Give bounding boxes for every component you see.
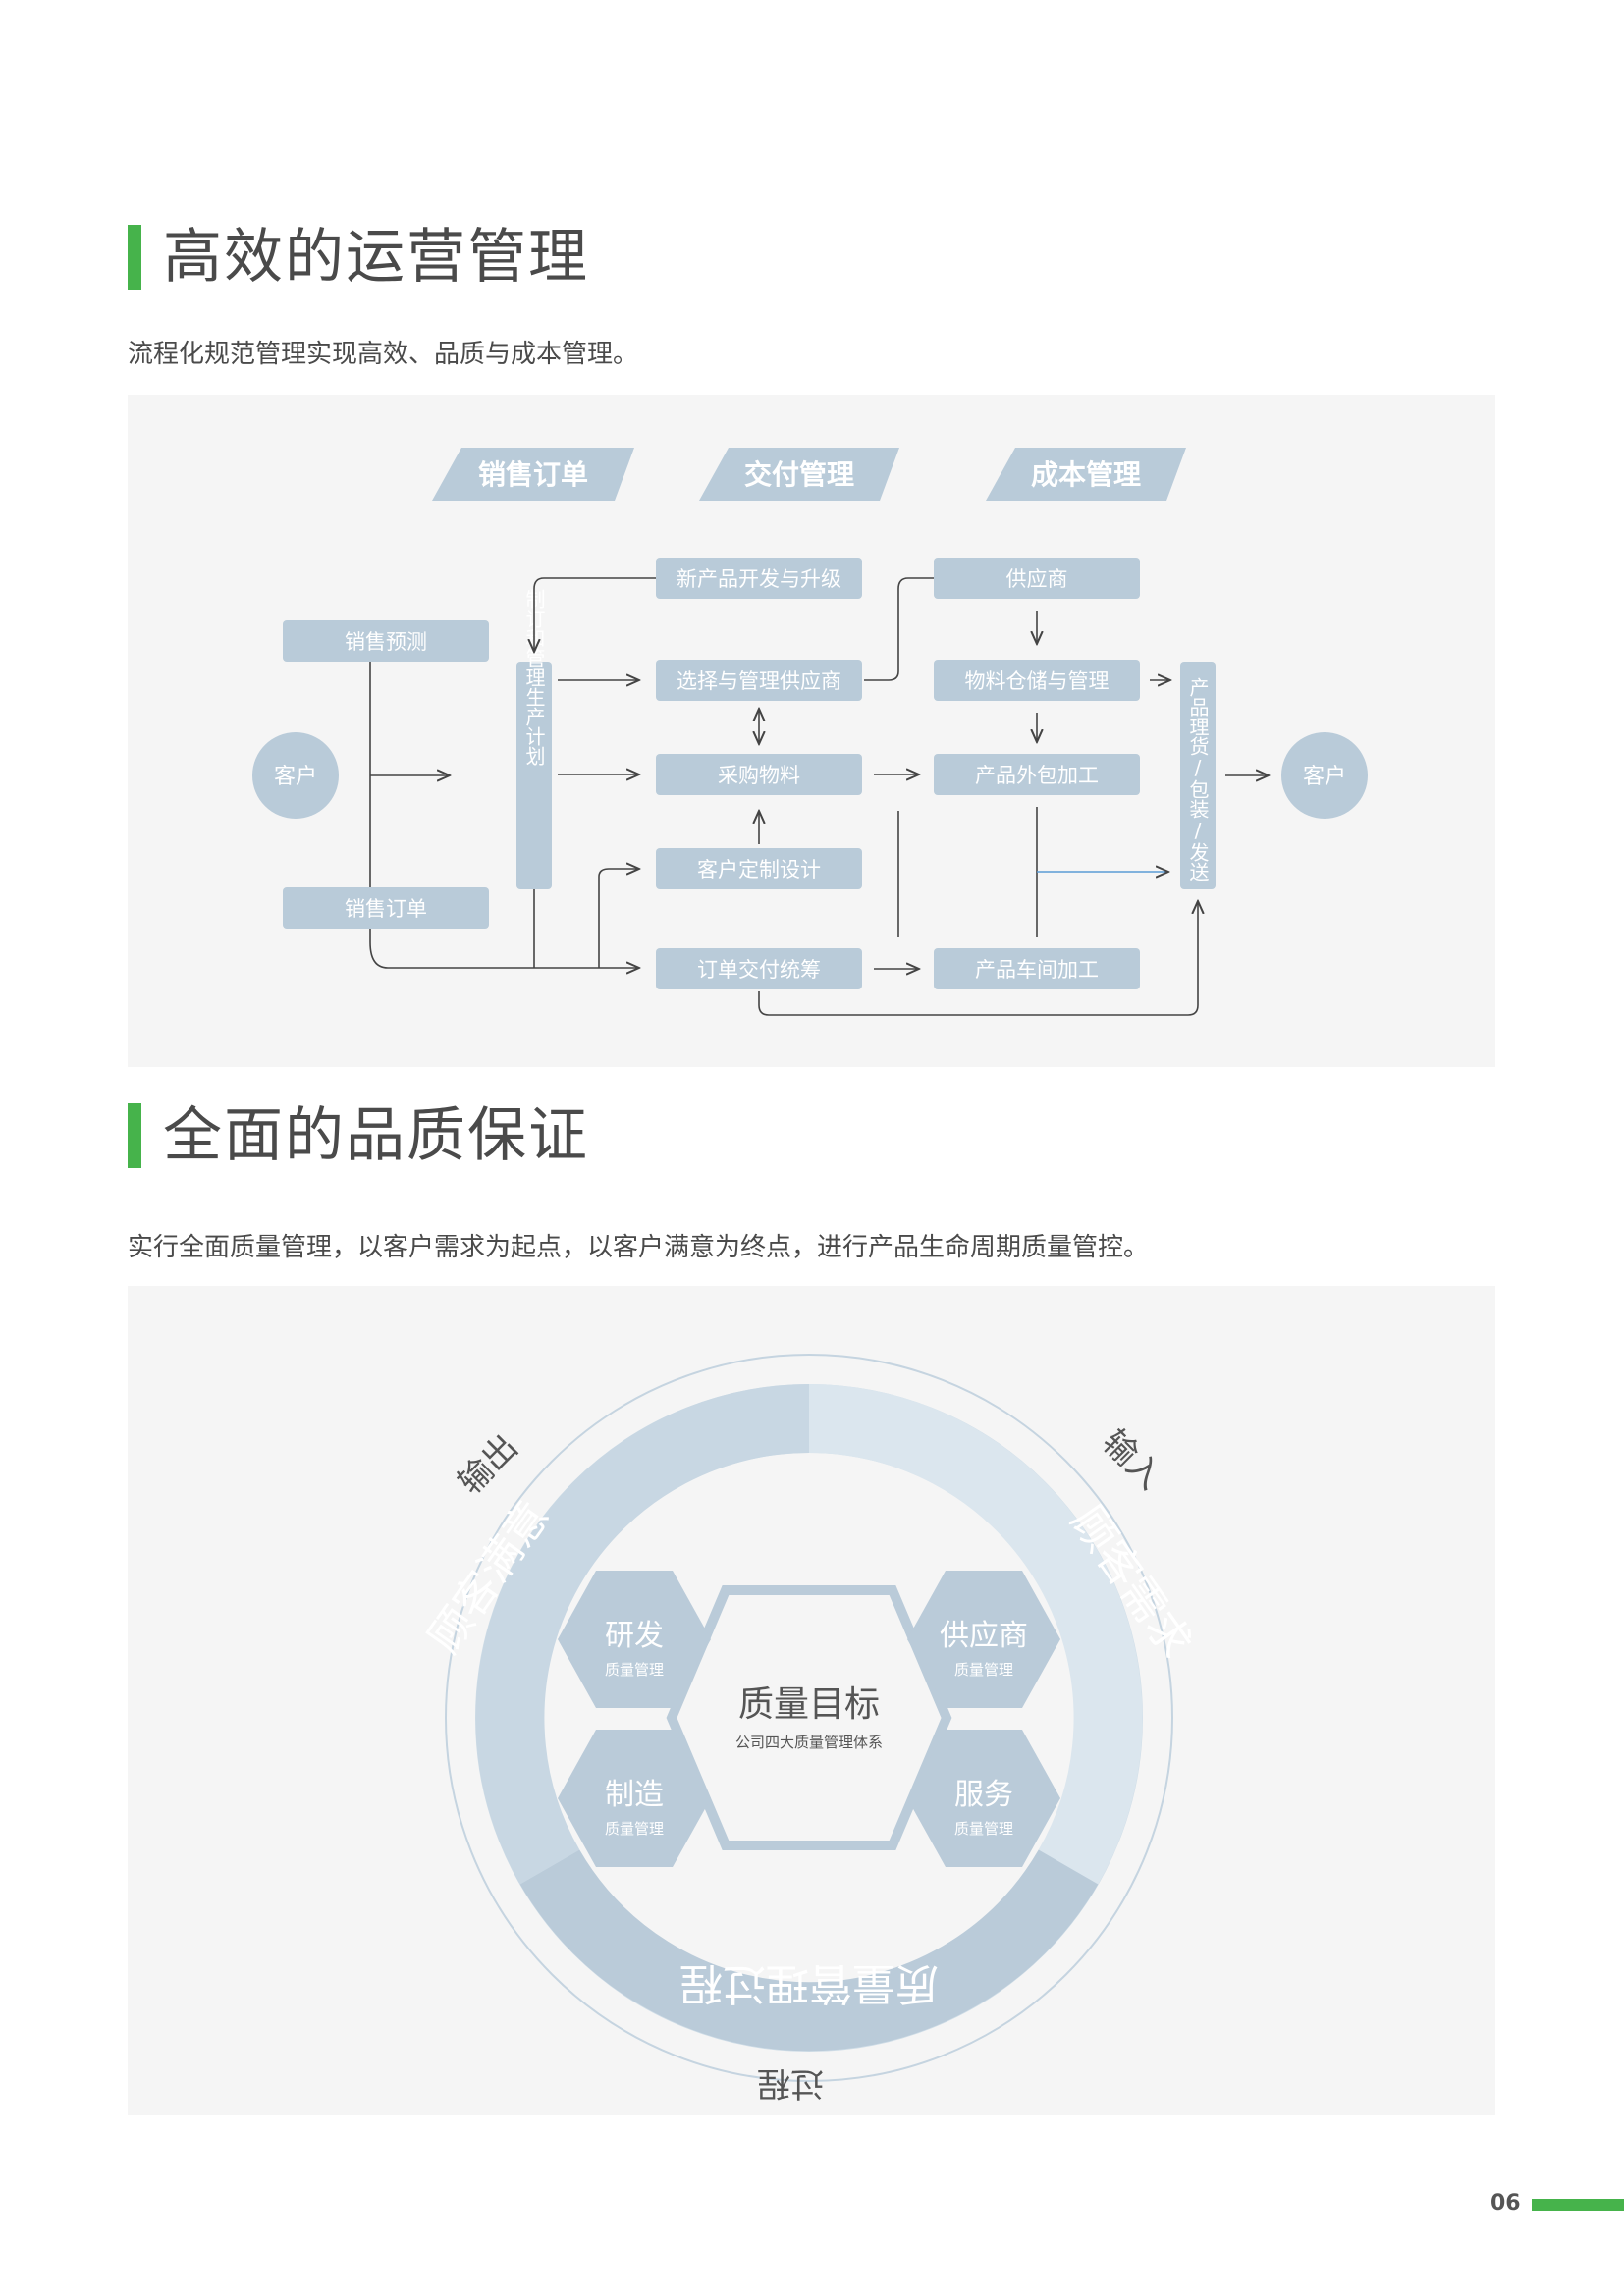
svg-text:选择与管理供应商: 选择与管理供应商 [677, 669, 841, 693]
page-accent-bar [1532, 2199, 1624, 2211]
svg-text:物料仓储与管理: 物料仓储与管理 [965, 669, 1110, 693]
operations-flow-overlay: 销售订单 交付管理 成本管理 客户 客户 销售预测 销售订单 制订和管理生产计划… [128, 395, 1495, 1067]
svg-text:产品车间加工: 产品车间加工 [975, 958, 1099, 982]
label-process: 过程 [757, 2063, 824, 2103]
box-new-product: 新产品开发与升级 [656, 558, 862, 599]
box-outsourcing: 产品外包加工 [934, 754, 1140, 795]
svg-text:销售预测: 销售预测 [345, 630, 427, 654]
svg-text:制造: 制造 [605, 1778, 664, 1812]
page-number: 06 [1490, 2191, 1521, 2216]
header-cost: 成本管理 [986, 448, 1186, 501]
section-title-operations: 高效的运营管理 [163, 223, 589, 292]
box-supplier: 供应商 [934, 558, 1140, 599]
svg-text:客户定制设计: 客户定制设计 [697, 858, 821, 881]
ring-label-process: 质量管理过程 [679, 1958, 939, 2008]
svg-text:客户: 客户 [1303, 765, 1346, 789]
box-sales-forecast: 销售预测 [283, 620, 489, 662]
svg-text:质量管理: 质量管理 [954, 1661, 1013, 1679]
svg-text:供应商: 供应商 [940, 1619, 1028, 1653]
hex-manufacture: 制造 质量管理 [558, 1730, 711, 1867]
center-quality-goal: 质量目标 公司四大质量管理体系 [666, 1585, 952, 1850]
header-sales-order: 销售订单 [432, 448, 634, 501]
box-select-supplier: 选择与管理供应商 [656, 660, 862, 701]
svg-text:供应商: 供应商 [1006, 567, 1068, 591]
box-order-delivery: 订单交付统筹 [656, 948, 862, 989]
customer-left-circle: 客户 [252, 732, 339, 819]
box-custom-design: 客户定制设计 [656, 848, 862, 889]
svg-text:公司四大质量管理体系: 公司四大质量管理体系 [735, 1734, 883, 1751]
section-accent-bar [128, 225, 141, 290]
svg-text:服务: 服务 [954, 1778, 1013, 1812]
section-desc-operations: 流程化规范管理实现高效、品质与成本管理。 [128, 340, 639, 369]
svg-text:销售订单: 销售订单 [478, 458, 588, 491]
section-desc-quality: 实行全面质量管理，以客户需求为起点，以客户满意为终点，进行产品生命周期质量管控。 [128, 1233, 1150, 1262]
svg-text:研发: 研发 [605, 1619, 664, 1653]
svg-text:交付管理: 交付管理 [744, 458, 854, 491]
hex-rd: 研发 质量管理 [558, 1571, 711, 1708]
svg-text:质量管理: 质量管理 [954, 1820, 1013, 1838]
customer-right-circle: 客户 [1281, 732, 1368, 819]
outer-cycle-arrow [445, 1354, 1173, 2082]
quality-system-diagram: 顾客需求 顾客满意 质量管理过程 输入 输出 过程 质量目标 公司四大质量管理体… [128, 1286, 1495, 2115]
ring-outer [475, 1384, 1143, 2052]
hex-service: 服务 质量管理 [907, 1730, 1060, 1867]
box-warehouse: 物料仓储与管理 [934, 660, 1140, 701]
svg-text:产品外包加工: 产品外包加工 [975, 764, 1099, 787]
hex-supplier: 供应商 质量管理 [907, 1571, 1060, 1708]
svg-text:销售订单: 销售订单 [345, 897, 427, 921]
svg-text:新产品开发与升级: 新产品开发与升级 [677, 567, 841, 591]
box-sales-order-left: 销售订单 [283, 887, 489, 929]
svg-text:客户: 客户 [274, 765, 317, 789]
header-delivery: 交付管理 [699, 448, 899, 501]
svg-text:质量目标: 质量目标 [738, 1684, 880, 1725]
svg-text:采购物料: 采购物料 [718, 764, 800, 787]
box-shipping: 产品理货/包装/发送 [1180, 662, 1216, 889]
flow-arrows [369, 577, 1269, 1016]
svg-text:产品理货/包装/发送: 产品理货/包装/发送 [1186, 677, 1210, 881]
box-workshop: 产品车间加工 [934, 948, 1140, 989]
section-title-quality: 全面的品质保证 [163, 1101, 589, 1170]
box-purchase: 采购物料 [656, 754, 862, 795]
section-accent-bar-2 [128, 1103, 141, 1168]
svg-text:成本管理: 成本管理 [1031, 458, 1141, 491]
svg-text:质量管理: 质量管理 [605, 1661, 664, 1679]
svg-text:订单交付统筹: 订单交付统筹 [697, 958, 821, 982]
svg-text:质量管理: 质量管理 [605, 1820, 664, 1838]
